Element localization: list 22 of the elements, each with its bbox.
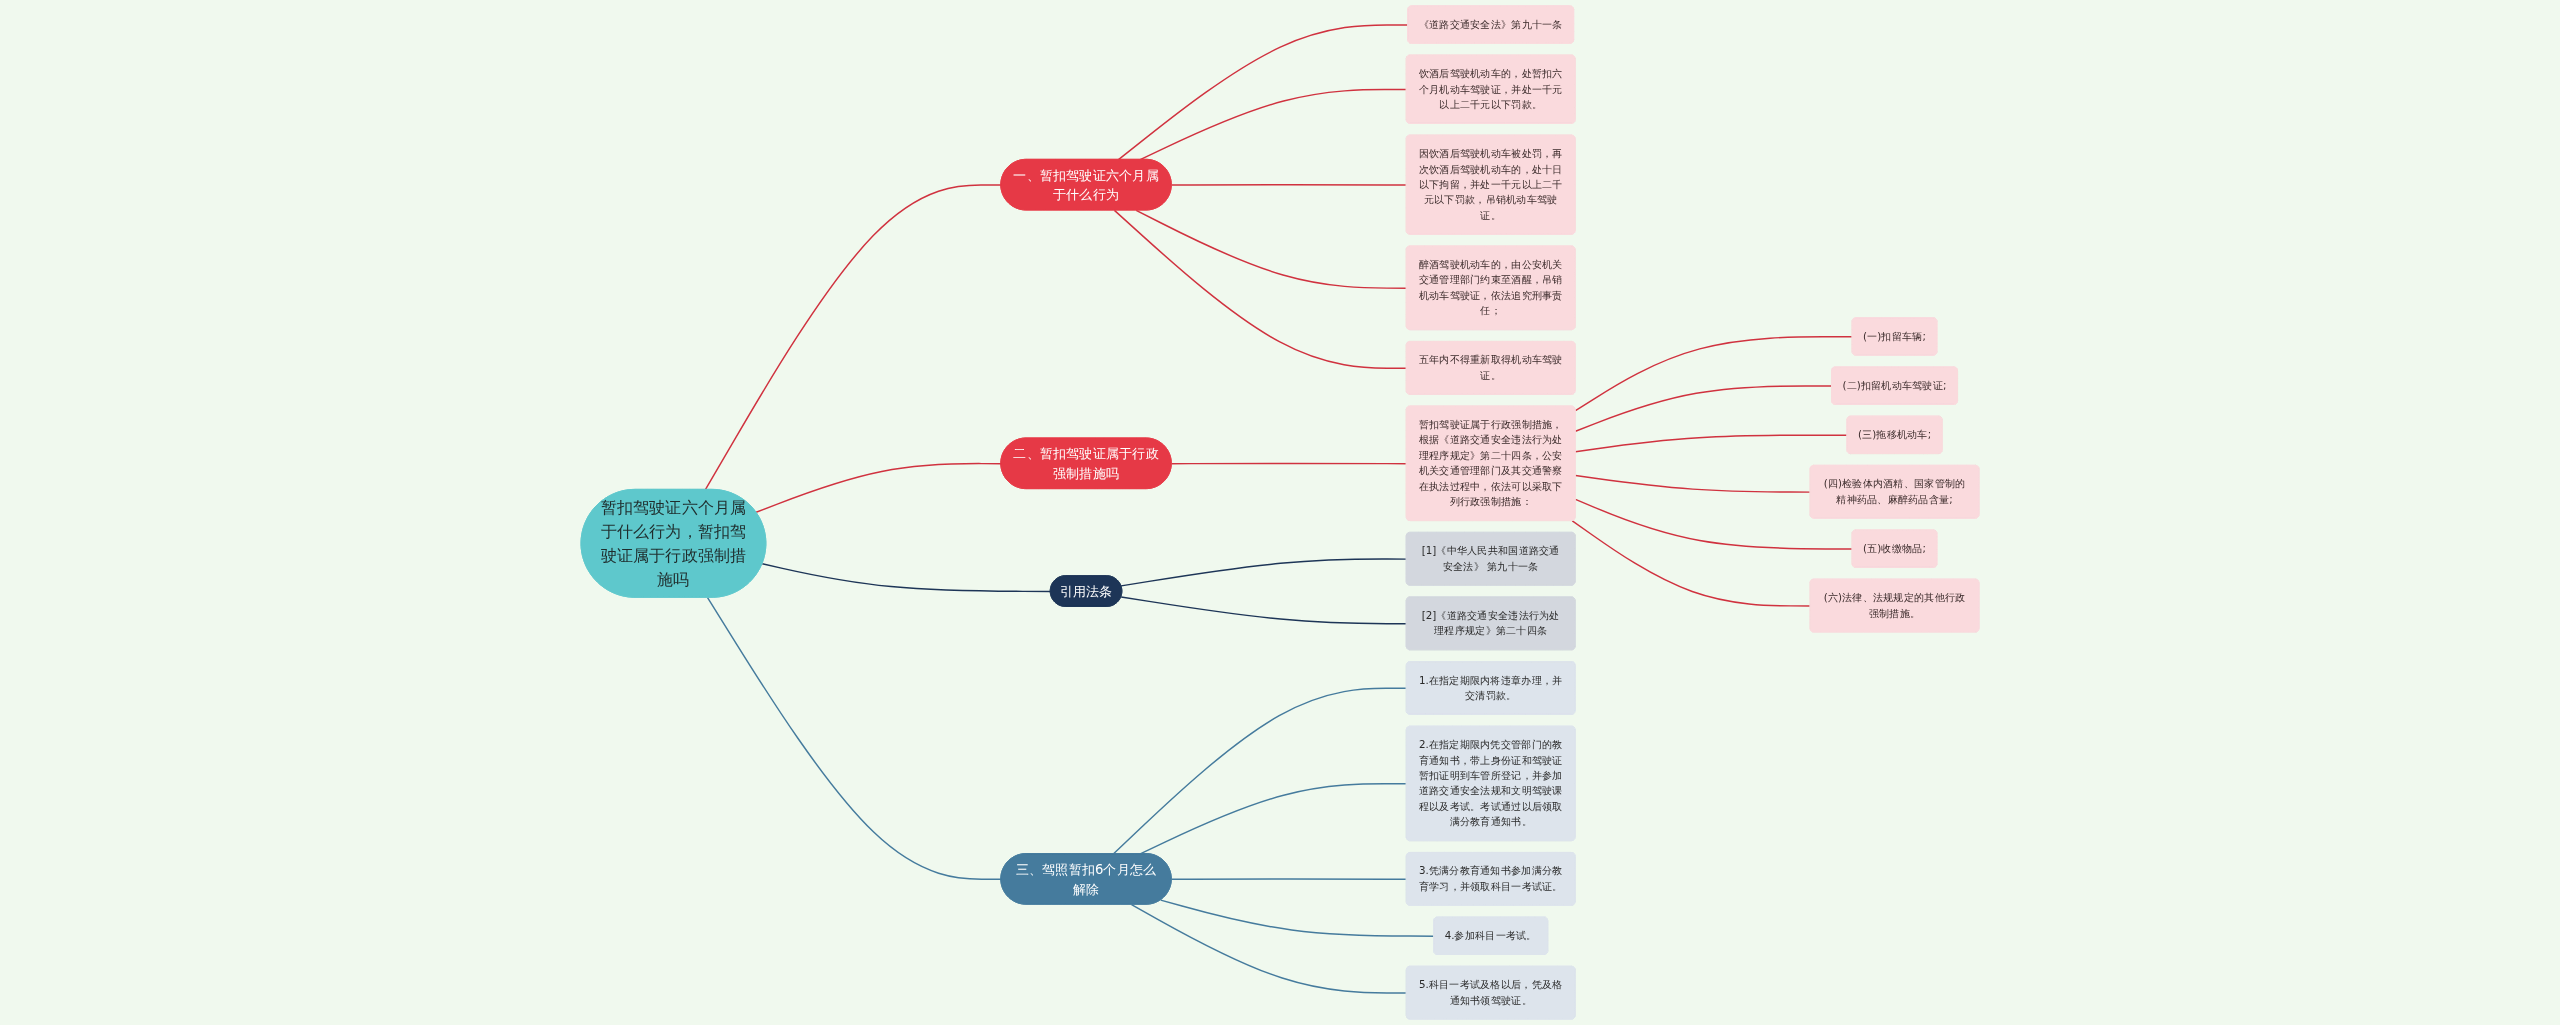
connector bbox=[1574, 336, 1854, 412]
connector bbox=[755, 462, 1002, 514]
connector bbox=[1170, 462, 1408, 465]
connector bbox=[1574, 474, 1812, 493]
connector bbox=[1159, 899, 1435, 937]
connector bbox=[761, 563, 1052, 593]
connector bbox=[704, 184, 1002, 491]
connector bbox=[1135, 209, 1408, 289]
connector bbox=[1112, 687, 1408, 855]
connector bbox=[1113, 209, 1408, 369]
connector bbox=[1120, 596, 1408, 625]
connector bbox=[1170, 878, 1408, 880]
connector bbox=[1139, 783, 1408, 855]
connector bbox=[1170, 184, 1408, 186]
connector bbox=[1120, 558, 1408, 587]
connector bbox=[1571, 520, 1812, 607]
connector bbox=[1574, 498, 1854, 550]
connector bbox=[1130, 903, 1408, 994]
connector bbox=[1139, 88, 1408, 161]
connector bbox=[1574, 385, 1833, 432]
connector bbox=[706, 596, 1002, 880]
connector bbox=[1117, 24, 1409, 161]
